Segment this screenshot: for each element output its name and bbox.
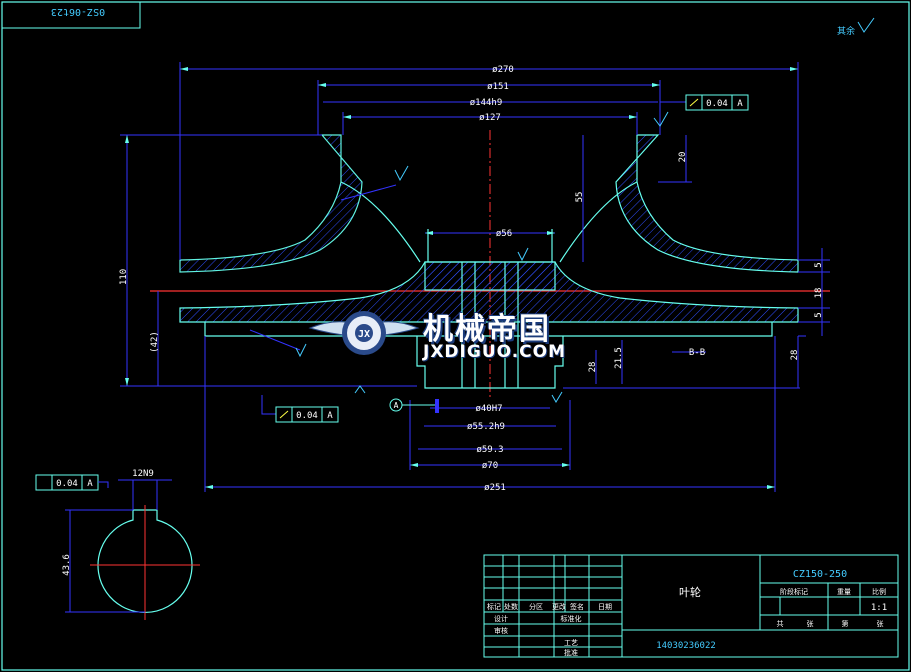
tb-label-k: 批准 xyxy=(564,648,578,657)
tolerance-bottom-value: 0.04 xyxy=(296,411,318,421)
dim-d40: ø40H7 xyxy=(475,404,502,414)
tolerance-frame-bottom xyxy=(275,406,339,423)
dim-d59: ø59.3 xyxy=(476,445,503,455)
dim-d55: ø55.2h9 xyxy=(467,422,505,432)
tb-label-l: 阶段标记 xyxy=(780,587,808,596)
tb-label-n: 比例 xyxy=(872,587,886,596)
dim-d151: ø151 xyxy=(487,82,509,92)
dim-h42: (42) xyxy=(150,331,160,353)
tb-label-r: 张 xyxy=(877,619,884,628)
dim-h5a: 5 xyxy=(814,262,824,267)
tb-label-o: 共 xyxy=(777,619,784,628)
datum-block xyxy=(435,399,439,413)
part-model: CZ150-250 xyxy=(793,569,847,580)
watermark-title: 机械帝国 xyxy=(423,312,551,347)
tolerance-frame-top xyxy=(685,94,749,111)
roughness-marks xyxy=(295,111,669,403)
dim-h5b: 5 xyxy=(814,312,824,317)
dim-h18: 18 xyxy=(814,288,824,299)
tb-label-m: 重量 xyxy=(837,588,851,596)
tb-label-q: 第 xyxy=(842,619,849,628)
roughness-note: 其余 xyxy=(837,25,855,37)
part-name: 叶轮 xyxy=(679,585,701,599)
impeller-section xyxy=(179,134,799,389)
part-scale: 1:1 xyxy=(871,603,887,613)
tb-label-h: 标准化 xyxy=(561,614,582,623)
tb-label-a: 标记 xyxy=(487,602,501,611)
key-width: 12N9 xyxy=(132,469,154,479)
tb-label-c: 分区 xyxy=(529,602,543,611)
dim-d144: ø144h9 xyxy=(470,98,503,108)
dim-h20: 20 xyxy=(678,152,688,163)
tb-label-d: 更改 xyxy=(552,602,566,611)
title-block xyxy=(483,554,899,658)
tb-label-j: 工艺 xyxy=(564,639,578,647)
keyway-section xyxy=(35,474,200,620)
tb-label-p: 张 xyxy=(807,619,814,628)
tb-label-f: 日期 xyxy=(598,603,612,611)
datum-label: A xyxy=(394,401,399,410)
dim-d56: ø56 xyxy=(496,229,512,239)
dim-d70: ø70 xyxy=(482,461,498,471)
dim-h28b: 28 xyxy=(588,362,598,373)
drawing-number: 0SZ-06t23 xyxy=(51,6,105,17)
section-label: B-B xyxy=(689,348,705,358)
tolerance-key-datum: A xyxy=(87,479,93,489)
dim-h28: 28 xyxy=(790,350,800,361)
svg-text:JX: JX xyxy=(358,329,370,340)
tolerance-top-value: 0.04 xyxy=(706,99,728,109)
watermark-subtitle: JXDIGUO.COM xyxy=(423,342,567,362)
dim-d127: ø127 xyxy=(479,113,501,123)
part-code: 14030236022 xyxy=(656,641,716,651)
tolerance-key-value: 0.04 xyxy=(56,479,78,489)
number-box xyxy=(1,1,141,29)
watermark: JX 机械帝国 JXDIGUO.COM xyxy=(305,300,605,370)
roughness-symbol xyxy=(857,17,875,33)
tolerance-top-datum: A xyxy=(737,99,743,109)
dimension-lines xyxy=(120,62,830,492)
tb-label-e: 签名 xyxy=(570,602,584,611)
tolerance-bottom-datum: A xyxy=(327,411,333,421)
gear-wings-icon: JX xyxy=(308,311,420,355)
dim-d251: ø251 xyxy=(484,483,506,493)
dim-h21: 21.5 xyxy=(614,347,624,369)
dim-d270: ø270 xyxy=(492,65,514,75)
tb-label-g: 设计 xyxy=(494,614,508,623)
arrowheads xyxy=(125,67,798,489)
tb-label-i: 审核 xyxy=(494,626,508,635)
key-depth: 43.6 xyxy=(62,554,72,576)
tb-label-b: 处数 xyxy=(504,602,518,611)
dim-h110: 110 xyxy=(119,269,129,285)
dim-h55: 55 xyxy=(575,192,585,203)
